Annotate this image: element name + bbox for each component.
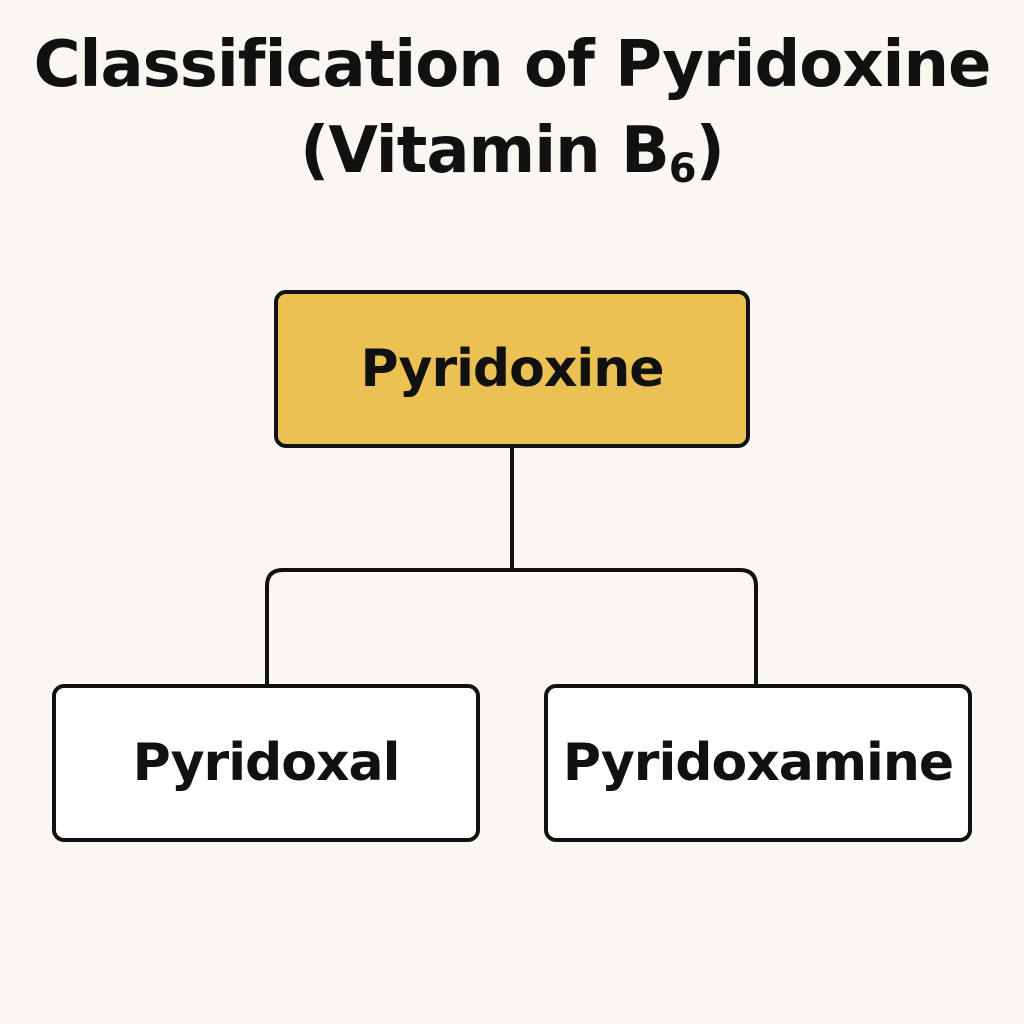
title-close-paren: ) bbox=[695, 114, 725, 188]
title-subscript: 6 bbox=[668, 146, 697, 192]
connector-branch bbox=[265, 568, 758, 686]
title-text: Classification of Pyridoxine (Vitamin B bbox=[33, 28, 992, 188]
node-pyridoxamine-label: Pyridoxamine bbox=[562, 733, 954, 793]
node-pyridoxal-label: Pyridoxal bbox=[132, 733, 401, 793]
node-pyridoxine-label: Pyridoxine bbox=[360, 339, 664, 399]
node-pyridoxamine: Pyridoxamine bbox=[544, 684, 972, 842]
node-pyridoxine: Pyridoxine bbox=[274, 290, 750, 448]
diagram-title: Classification of Pyridoxine (Vitamin B6… bbox=[0, 22, 1024, 194]
node-pyridoxal: Pyridoxal bbox=[52, 684, 480, 842]
